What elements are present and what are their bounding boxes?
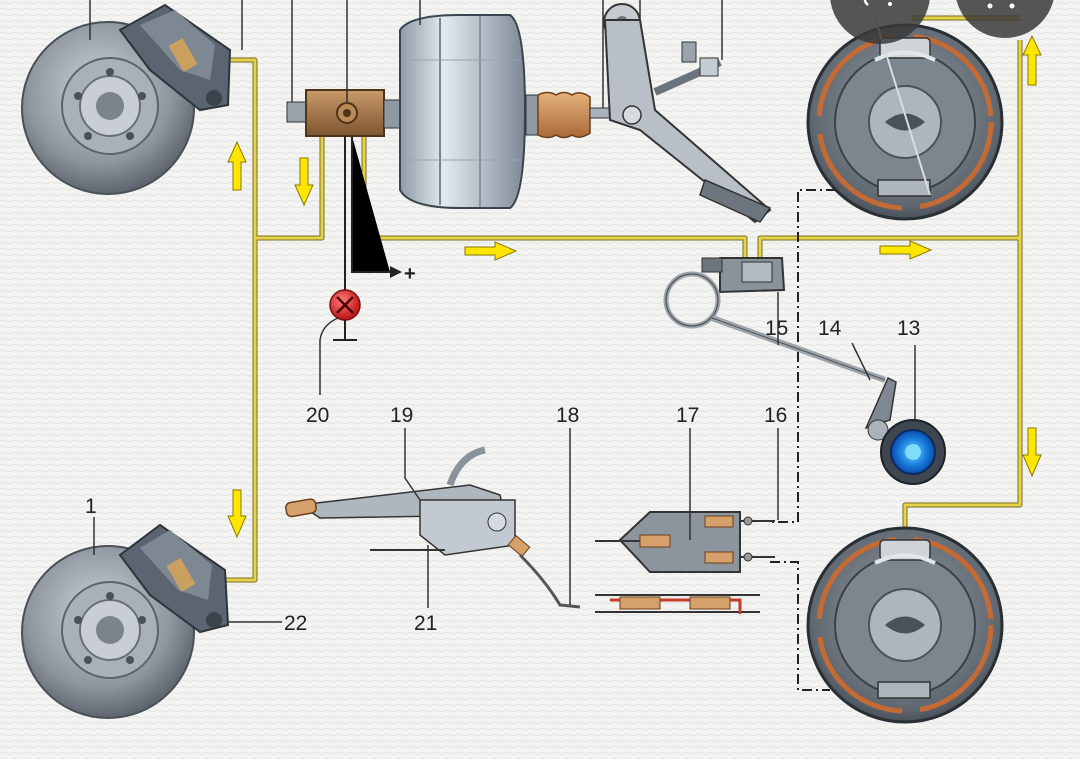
load-sensor: [864, 376, 946, 485]
parking-brake: [285, 446, 581, 609]
label-16: 16: [764, 404, 787, 427]
arrow-right-right: [879, 240, 933, 260]
front-disc-top: [21, 3, 232, 195]
arrow-right-mid: [464, 241, 518, 261]
rear-drum-bottom: [806, 526, 1004, 724]
master-cylinder: [286, 89, 405, 137]
front-disc-bottom: [21, 523, 230, 719]
arrow-down-booster: [294, 157, 314, 207]
callout-labels: 1 13 14 15 16 17 18 19 20 21 22 +: [85, 263, 920, 635]
label-14: 14: [818, 317, 842, 340]
dashdot-lines: [770, 189, 836, 691]
brake-booster: [399, 14, 527, 209]
label-1: 1: [85, 495, 97, 518]
overlay-controls: [830, 0, 1055, 44]
leader-lines: [89, 0, 916, 623]
arrow-down-right: [1022, 427, 1042, 478]
label-18: 18: [556, 404, 579, 427]
label-15: 15: [765, 317, 788, 340]
label-13: 13: [897, 317, 920, 340]
pressure-regulator: [663, 257, 887, 383]
more-button[interactable]: [955, 0, 1055, 38]
warning-lamp: [329, 136, 402, 341]
label-20: 20: [306, 404, 329, 427]
rear-drum-top: [806, 17, 1004, 221]
flow-arrows: [227, 34, 1042, 539]
cable-equalizer: [595, 511, 775, 614]
plus-terminal-label: +: [404, 263, 416, 285]
back-button[interactable]: [830, 0, 930, 44]
label-19: 19: [390, 404, 413, 427]
arrow-up-left: [227, 140, 247, 191]
more-icon: [987, 3, 1015, 9]
brake-pedal: [603, 3, 772, 224]
label-17: 17: [676, 404, 699, 427]
arrow-down-left: [227, 489, 247, 539]
back-icon: [863, 0, 869, 6]
label-21: 21: [414, 612, 437, 635]
label-22: 22: [284, 612, 307, 635]
arrow-up-right: [1022, 34, 1042, 86]
